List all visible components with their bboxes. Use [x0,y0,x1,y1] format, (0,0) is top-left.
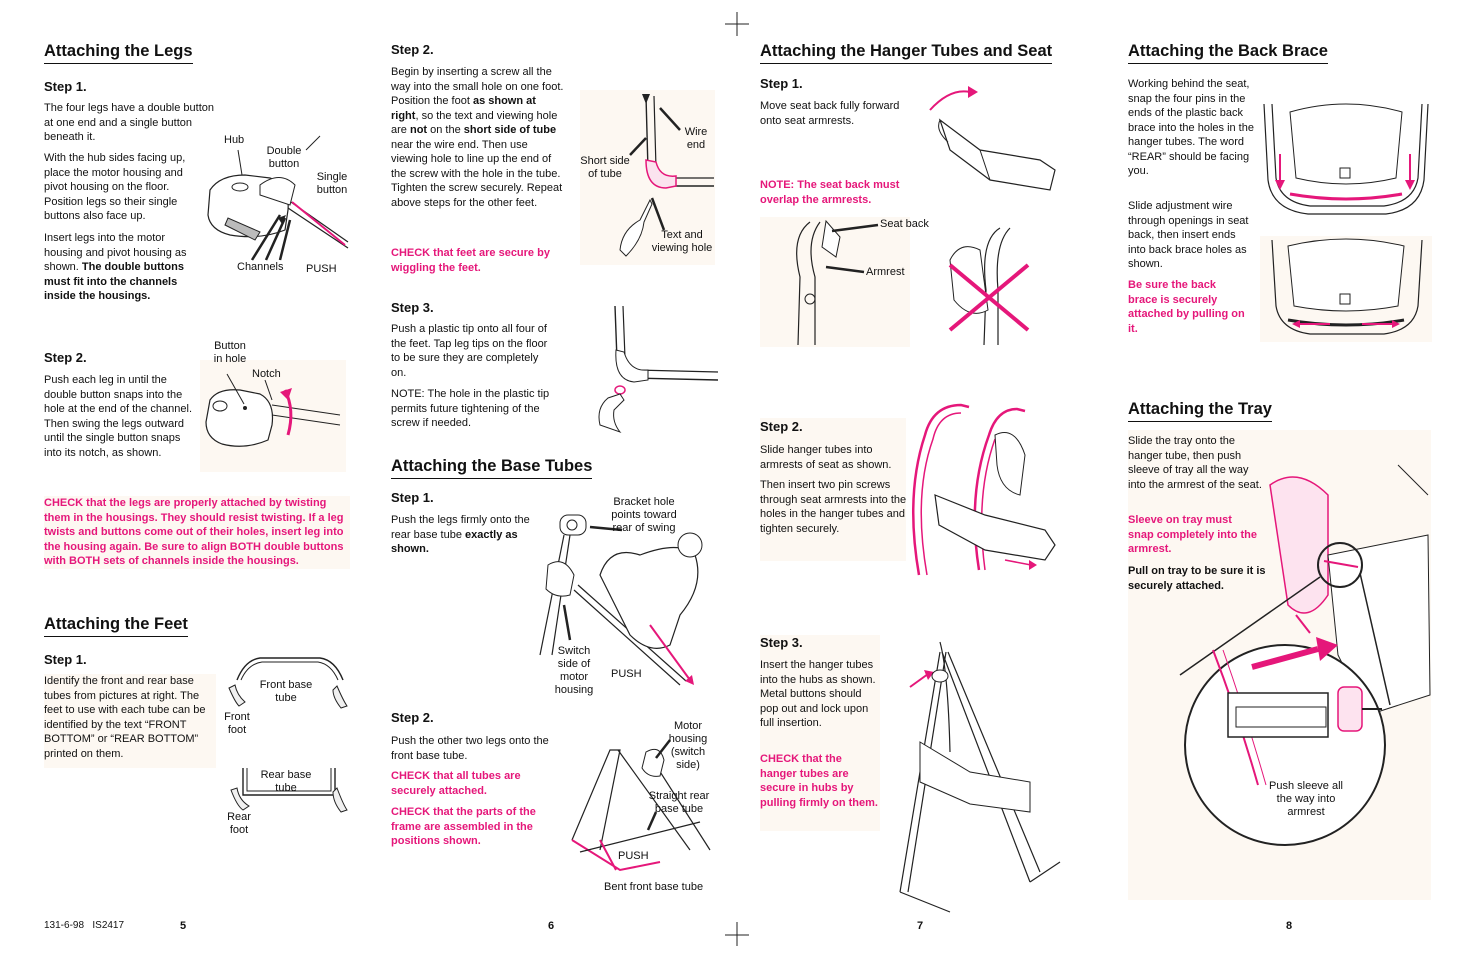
hanger-step1-heading: Step 1. [760,76,803,91]
seat-back-illustration [929,86,1056,191]
page-number-8: 8 [1286,920,1293,932]
label-button-in-hole: Button in hole [213,340,247,365]
legs-step1-para2: With the hub sides facing up, place the … [44,152,186,222]
front-base-tube-illustration [228,657,348,709]
back-brace-para2: Slide adjustment wire through openings i… [1128,200,1249,270]
hanger-step3-heading: Step 3. [760,635,803,650]
tray-para: Slide the tray onto the hanger tube, the… [1128,435,1262,491]
tray-title: Attaching the Tray [1128,400,1272,422]
label-short-side-of-tube: Short side of tube [580,155,630,180]
label-front-base-tube: Front base tube [259,679,313,704]
back-brace-illustration-1 [1263,103,1429,215]
legs-title: Attaching the Legs [44,42,193,64]
base-tubes-step2-para: Push the other two legs onto the front b… [391,735,549,762]
legs-step1-illustration [200,130,350,280]
label-switch-side: Switch side of motor housing [554,645,594,696]
base-tubes-step2-illustration [571,739,711,872]
label-push-sleeve: Push sleeve all the way into armrest [1269,780,1343,818]
label-hub: Hub [224,134,245,146]
feet-step2-illustration [580,90,715,265]
label-armrest: Armrest [866,266,905,278]
hanger-step1-para: Move seat back fully forward onto seat a… [760,100,900,127]
label-wire-end: Wire end [684,126,708,151]
hanger-step2-heading: Step 2. [760,419,803,434]
plastic-tip-illustration [598,305,719,434]
legs-step2-illustration [200,360,346,472]
legs-check: CHECK that the legs are properly attache… [44,496,350,569]
rear-base-tube-illustration [230,768,348,813]
tray-illustration [1179,464,1431,846]
label-straight-rear-base-tube: Straight rear base tube [648,790,710,815]
wrong-assembly-illustration [948,227,1030,346]
feet-step3-para2: NOTE: The hole in the plastic tip permit… [391,388,550,429]
legs-step1-para3: Insert legs into the motor housing and p… [44,232,187,302]
label-bracket-hole: Bracket hole points toward rear of swing [611,496,677,534]
back-brace-illustration-2 [1260,236,1432,342]
legs-step1-heading: Step 1. [44,79,87,94]
base-tubes-step1-para: Push the legs firmly onto the rear base … [391,514,530,555]
label-single-button: Single button [316,171,348,196]
hanger-hubs-illustration [899,641,1061,913]
label-double-button: Double button [266,145,302,170]
feet-step3-heading: Step 3. [391,300,434,315]
back-brace-check: Be sure the back brace is securely attac… [1128,279,1245,335]
label-push-step2: PUSH [618,850,649,862]
base-tubes-step1-heading: Step 1. [391,490,434,505]
label-front-foot: Front foot [224,711,250,736]
hanger-step1-note: NOTE: The seat back must overlap the arm… [760,179,900,206]
footer-code: 131-6-98 IS2417 [44,920,125,931]
label-channels: Channels [237,261,284,273]
feet-step1-para: Identify the front and rear base tubes f… [44,674,216,768]
back-brace-para1: Working behind the seat, snap the four p… [1128,78,1254,177]
label-rear-foot: Rear foot [227,811,251,836]
feet-step2-heading: Step 2. [391,42,434,57]
feet-step3-para1: Push a plastic tip onto all four of the … [391,323,548,379]
feet-step2-para: Begin by inserting a screw all the way i… [391,66,564,209]
feet-step2-check: CHECK that feet are secure by wiggling t… [391,247,550,274]
page-number-6: 6 [548,920,555,932]
label-rear-base-tube: Rear base tube [260,769,312,794]
hanger-tubes-illustration [911,403,1056,576]
legs-step2-heading: Step 2. [44,350,87,365]
label-seat-back: Seat back [880,218,929,230]
page-number-7: 7 [917,920,924,932]
page-number-5: 5 [180,920,187,932]
legs-step2-para: Push each leg in until the double button… [44,374,193,459]
base-tubes-check1: CHECK that all tubes are securely attach… [391,770,521,797]
base-tubes-step1-illustration [539,514,703,686]
label-bent-front-base-tube: Bent front base tube [604,881,704,893]
label-push-step1: PUSH [611,668,642,680]
label-motor-housing: Motor housing (switch side) [668,720,708,771]
label-text-and-viewing-hole: Text and viewing hole [651,229,713,254]
base-tubes-title: Attaching the Base Tubes [391,457,593,479]
label-notch: Notch [252,368,281,380]
base-tubes-step2-heading: Step 2. [391,710,434,725]
back-brace-title: Attaching the Back Brace [1128,42,1328,64]
hanger-step2-box [760,418,906,561]
hanger-step3-box [760,635,880,831]
tray-check: Sleeve on tray must snap completely into… [1128,514,1257,555]
tray-pull: Pull on tray to be sure it is securely a… [1128,565,1266,592]
label-push: PUSH [306,263,337,275]
hanger-step3-check: CHECK that the hanger tubes are secure i… [760,753,878,809]
feet-title: Attaching the Feet [44,615,188,637]
armrest-illustration [760,217,910,347]
feet-step1-heading: Step 1. [44,652,87,667]
base-tubes-check2: CHECK that the parts of the frame are as… [391,806,536,847]
legs-step1-para1: The four legs have a double button at on… [44,102,215,143]
hanger-step3-para: Insert the hanger tubes into the hubs as… [760,659,876,729]
hanger-step2-para2: Then insert two pin screws through seat … [760,479,907,535]
hanger-title: Attaching the Hanger Tubes and Seat [760,42,1053,64]
hanger-step2-para1: Slide hanger tubes into armrests of seat… [760,444,892,471]
